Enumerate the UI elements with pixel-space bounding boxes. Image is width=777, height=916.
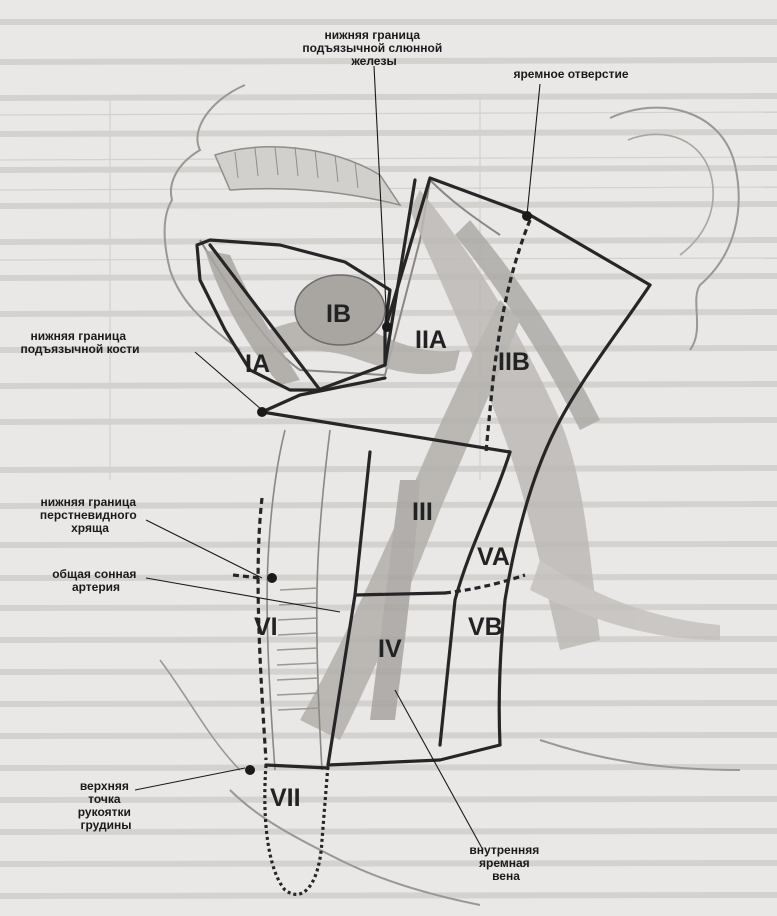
label-jugular-foramen: яремное отверстие	[513, 67, 628, 81]
marker-sternum	[245, 765, 255, 775]
marker-jugular-foramen	[522, 211, 532, 221]
label-hyoid-lower-border: нижняя граница подъязычной кости	[20, 329, 139, 356]
zone-vb: VB	[468, 613, 503, 641]
label-submandibular-lower-border: нижняя граница подъязычной слюнной желез…	[302, 28, 445, 68]
chest-outline	[160, 660, 240, 770]
label-internal-jugular: внутренняя яремная вена	[469, 843, 542, 883]
marker-gland-border	[382, 322, 392, 332]
zone-vi: VI	[254, 613, 278, 641]
shoulder-outline	[540, 740, 740, 770]
zone-va: VA	[477, 543, 510, 571]
muscle-shading	[205, 190, 720, 740]
zone-iii: III	[412, 498, 433, 526]
zone-ia: IA	[245, 350, 270, 378]
ear-inner-outline	[628, 134, 713, 255]
zone-vii: VII	[270, 784, 301, 812]
label-common-carotid: общая сонная артерия	[52, 567, 140, 594]
label-cricoid-lower-border: нижняя граница перстневидного хряща	[40, 495, 140, 535]
label-sternum-top-point: верхняя точка рукоятки грудины	[78, 779, 134, 832]
marker-cricoid	[267, 573, 277, 583]
zone-iib: IIB	[498, 348, 530, 376]
marker-hyoid	[257, 407, 267, 417]
zone-iv: IV	[378, 635, 402, 663]
zone-iia: IIA	[415, 326, 447, 354]
zone-ib: IB	[326, 300, 351, 328]
clavicle-outline	[230, 790, 480, 905]
teeth-region	[215, 147, 400, 205]
